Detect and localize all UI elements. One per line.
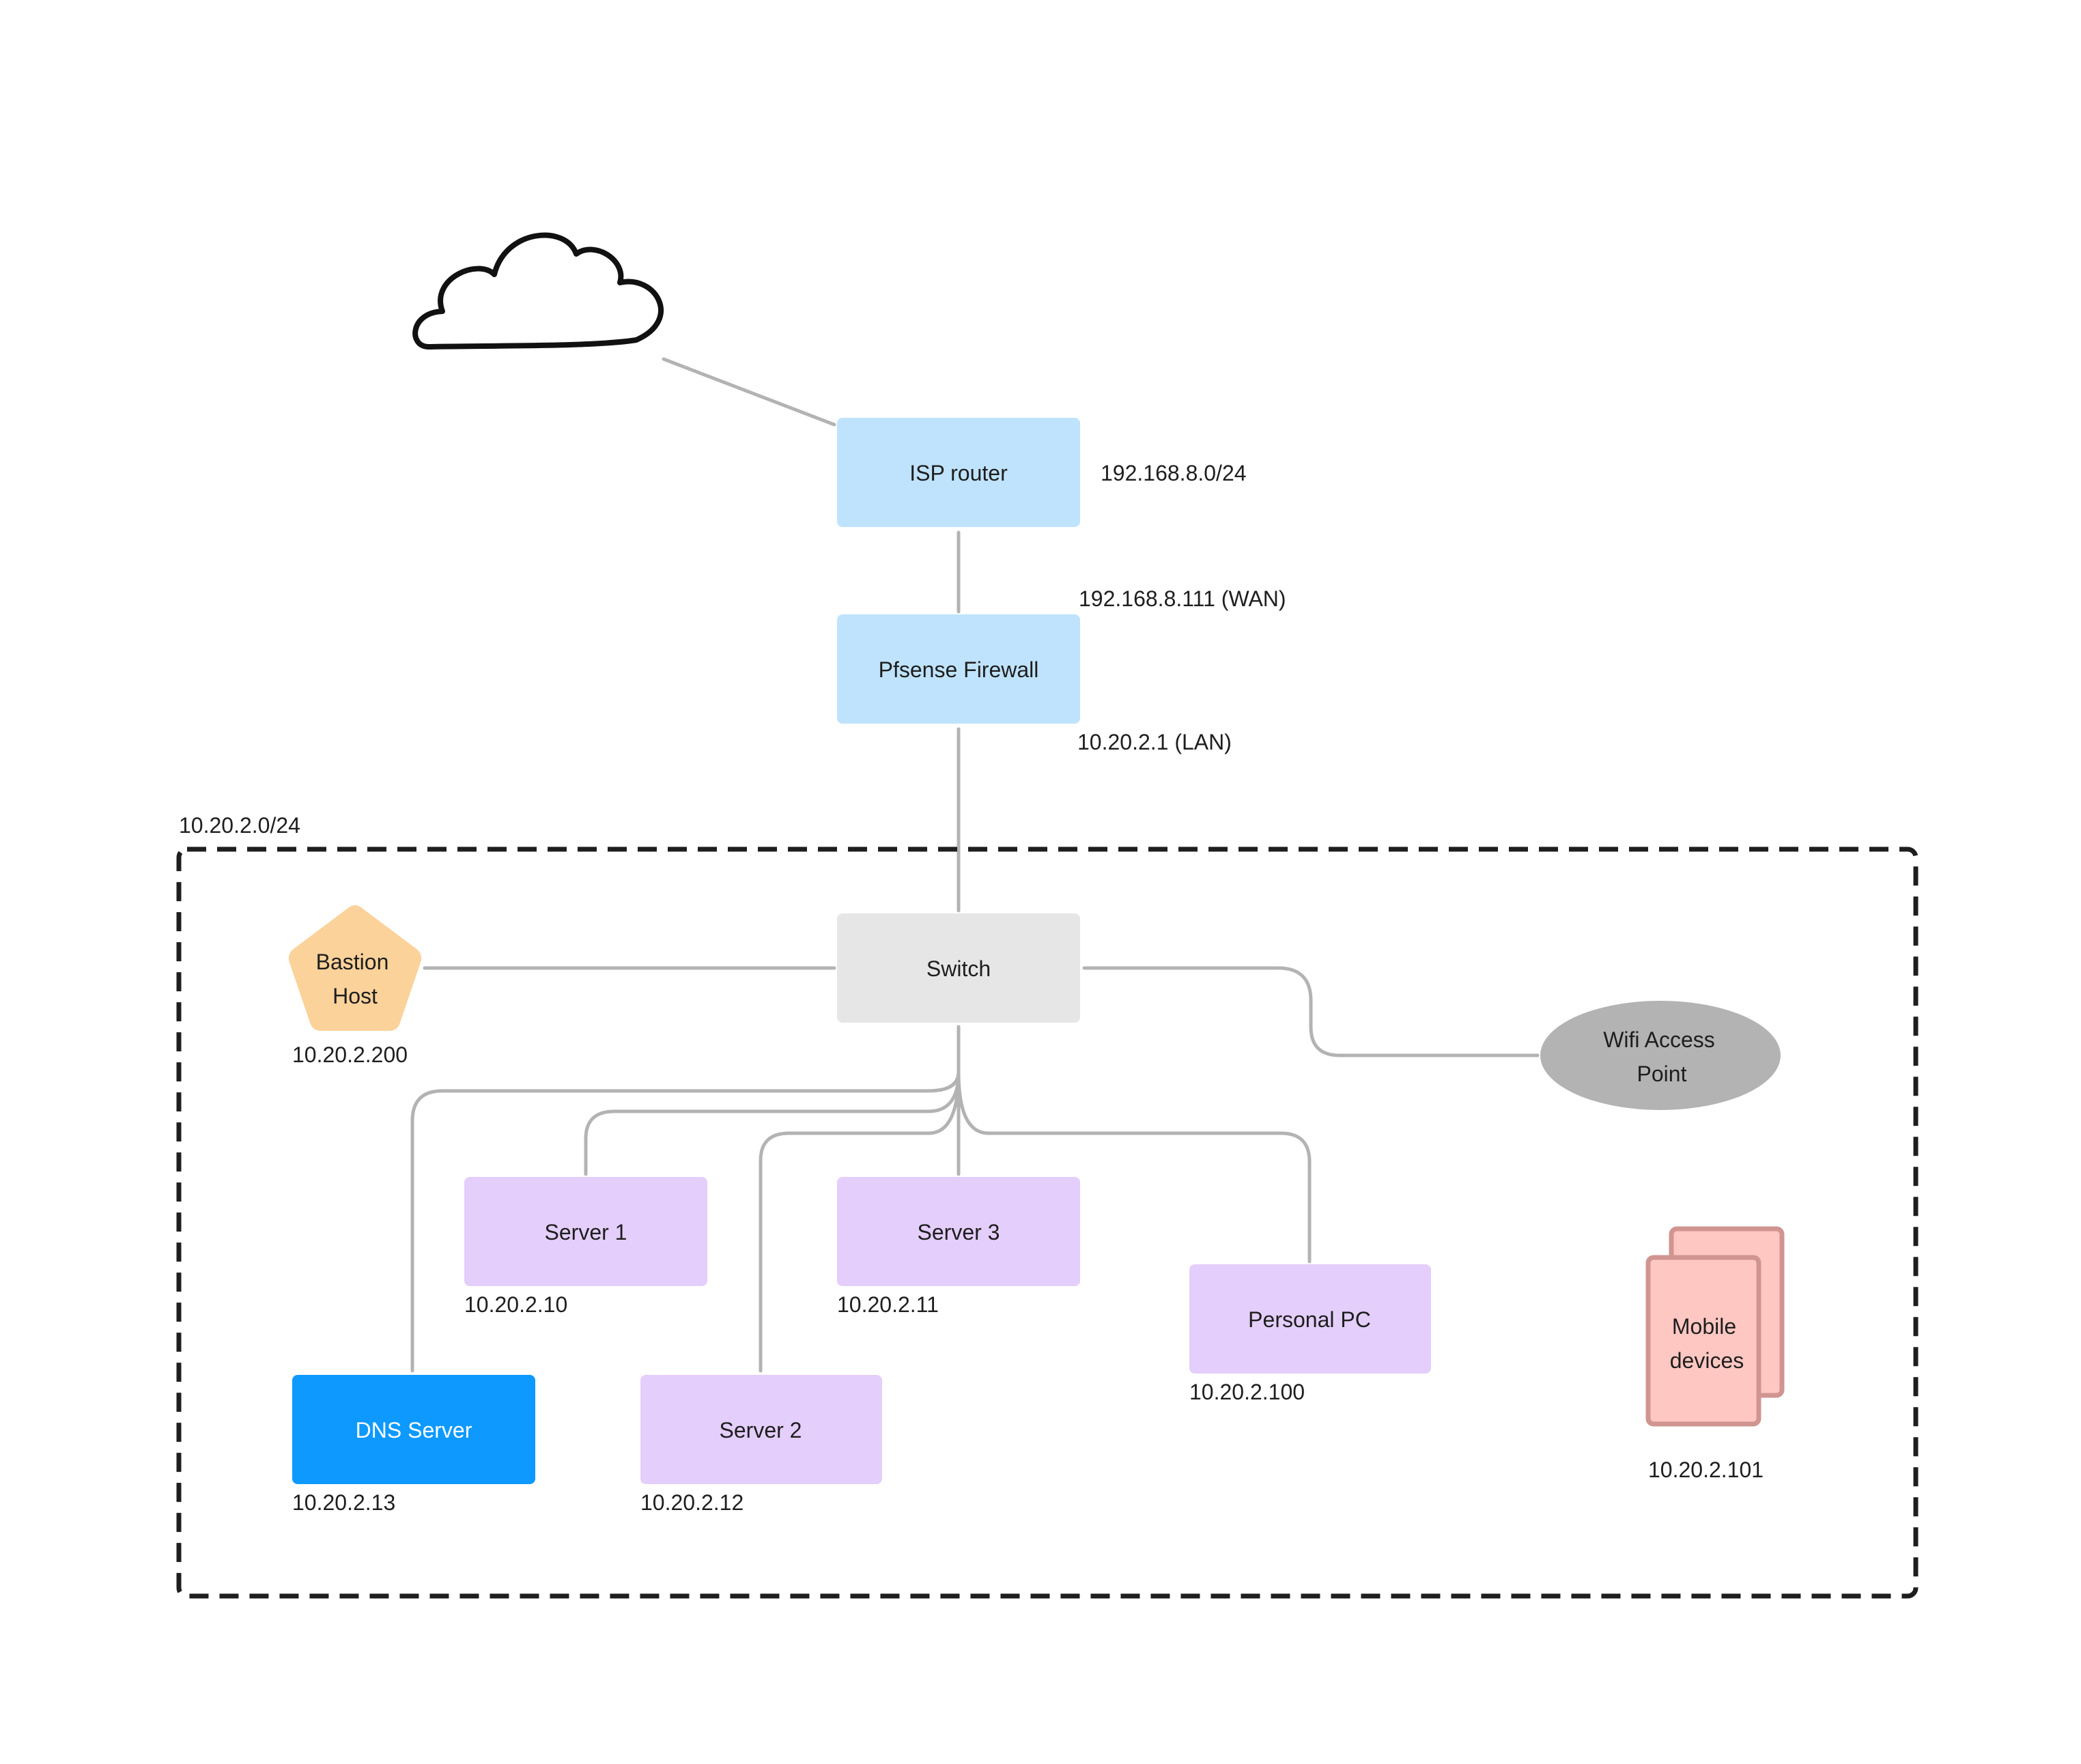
bastion-host-ip: 10.20.2.200	[292, 1042, 408, 1067]
isp-router-box	[837, 418, 1080, 527]
personal-pc-node[interactable]: Personal PC	[1189, 1264, 1431, 1374]
isp-router-node[interactable]: ISP router	[837, 418, 1080, 527]
mobile-devices-ip: 10.20.2.101	[1648, 1457, 1764, 1482]
dns-server-node[interactable]: DNS Server	[292, 1375, 535, 1484]
connections	[410, 357, 1540, 1373]
firewall-wan-ip: 192.168.8.111 (WAN)	[1079, 586, 1286, 611]
mobile-devices-node[interactable]: Mobile devices	[1645, 1226, 1785, 1427]
switch-node[interactable]: Switch	[837, 913, 1080, 1023]
mobile-devices-label-line1: Mobile	[1672, 1314, 1736, 1339]
server3-node[interactable]: Server 3	[837, 1177, 1080, 1286]
server2-label: Server 2	[720, 1418, 802, 1442]
switch-box	[837, 913, 1080, 1023]
isp-router-ip: 192.168.8.0/24	[1101, 461, 1247, 485]
server2-ip: 10.20.2.12	[640, 1490, 744, 1515]
server2-box	[640, 1375, 882, 1484]
wifi-ap-shape	[1540, 1001, 1781, 1110]
server1-node[interactable]: Server 1	[464, 1177, 707, 1286]
isp-router-label: ISP router	[909, 461, 1008, 485]
dns-server-ip: 10.20.2.13	[292, 1490, 395, 1515]
server3-ip: 10.20.2.11	[837, 1292, 939, 1317]
subnet-boundary	[176, 847, 1919, 1599]
server3-label: Server 3	[918, 1220, 1000, 1244]
wifi-ap-label-line1: Wifi Access	[1603, 1027, 1715, 1052]
bastion-host-label-line2: Host	[332, 984, 378, 1008]
firewall-box	[837, 614, 1080, 724]
subnet-label: 10.20.2.0/24	[179, 813, 300, 838]
dns-server-box	[292, 1375, 535, 1484]
bastion-host-node[interactable]: Bastion Host	[288, 905, 422, 1031]
switch-to-server1-wire	[584, 1070, 961, 1176]
personal-pc-ip: 10.20.2.100	[1189, 1380, 1305, 1404]
mobile-devices-label-line2: devices	[1670, 1348, 1744, 1373]
firewall-node[interactable]: Pfsense Firewall	[837, 614, 1080, 724]
personal-pc-box	[1189, 1264, 1431, 1374]
mobile-devices-front-card	[1645, 1255, 1761, 1427]
server1-label: Server 1	[545, 1220, 627, 1244]
bastion-host-shape	[288, 905, 422, 1031]
bastion-host-label-line1: Bastion	[316, 950, 389, 974]
server1-ip: 10.20.2.10	[464, 1292, 567, 1317]
switch-label: Switch	[926, 956, 991, 981]
dns-server-label: DNS Server	[356, 1418, 472, 1442]
internet-cloud-icon	[412, 232, 664, 350]
wifi-ap-node[interactable]: Wifi Access Point	[1540, 1001, 1781, 1110]
switch-to-wifi-wire	[1082, 966, 1540, 1057]
switch-to-server2-wire	[759, 1070, 961, 1373]
server1-box	[464, 1177, 707, 1286]
personal-pc-label: Personal PC	[1248, 1307, 1371, 1332]
switch-to-pc-wire	[957, 1070, 1312, 1264]
wifi-ap-label-line2: Point	[1637, 1062, 1687, 1086]
cloud-to-isp-wire	[662, 357, 836, 427]
server2-node[interactable]: Server 2	[640, 1375, 882, 1484]
firewall-lan-ip: 10.20.2.1 (LAN)	[1077, 730, 1232, 754]
server3-box	[837, 1177, 1080, 1286]
firewall-label: Pfsense Firewall	[879, 657, 1039, 682]
